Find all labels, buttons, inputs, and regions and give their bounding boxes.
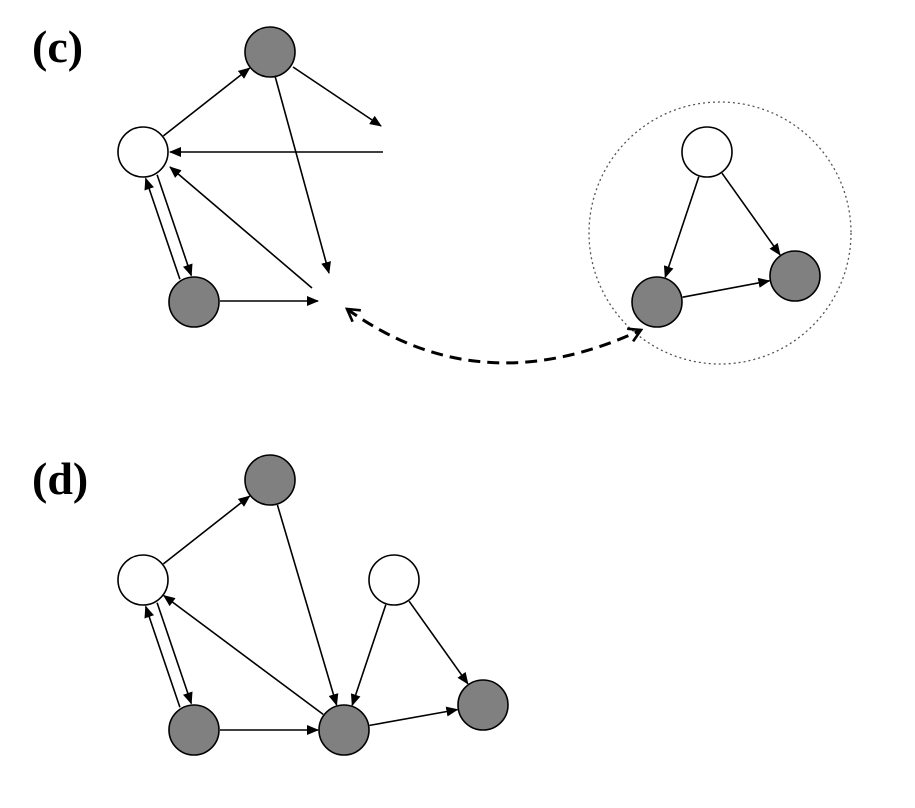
- node-m-right: [769, 250, 821, 302]
- panel-label-d: (d): [32, 453, 89, 504]
- motif-match-dashed-link: [347, 309, 641, 365]
- edge-dangling-center-to-c-left: [169, 166, 313, 289]
- motif-dotted-circle: [588, 101, 852, 365]
- edge-c-left-to-c-top: [162, 67, 251, 137]
- node-m-left: [631, 276, 683, 328]
- node-d-mid-top: [368, 554, 420, 606]
- panel-label-c: (c): [32, 21, 84, 72]
- edge-d-left-to-d-bottom-left: [156, 602, 193, 705]
- node-c-left: [117, 126, 169, 178]
- node-c-bottom: [168, 276, 220, 328]
- nodes-layer: [117, 26, 821, 756]
- node-d-top: [244, 454, 296, 506]
- edge-d-center-to-d-left: [162, 594, 324, 716]
- edge-d-bottom-left-to-d-left: [144, 605, 181, 708]
- edge-c-top-to-dangling-center: [274, 75, 331, 274]
- node-d-bottom-left: [168, 704, 220, 756]
- edge-c-bottom-to-c-left: [144, 177, 181, 280]
- edge-d-center-to-d-right: [369, 706, 459, 727]
- node-m-top: [681, 126, 733, 178]
- node-c-top: [244, 26, 296, 78]
- edge-m-top-to-m-right: [721, 172, 781, 256]
- edge-m-left-to-m-right: [682, 277, 771, 298]
- edge-m-top-to-m-left: [663, 176, 700, 279]
- edge-d-left-to-d-top: [162, 495, 251, 565]
- edge-d-top-to-d-center: [276, 504, 339, 707]
- edges-layer: [144, 66, 852, 735]
- edge-d-mid-top-to-d-right: [408, 600, 469, 685]
- node-d-right: [457, 679, 509, 731]
- edge-c-left-to-c-bottom: [156, 174, 193, 277]
- edge-d-mid-top-to-d-center: [350, 604, 387, 707]
- node-d-center: [318, 704, 370, 756]
- edge-c-top-to-dangling-right: [292, 66, 382, 127]
- node-d-left: [117, 554, 169, 606]
